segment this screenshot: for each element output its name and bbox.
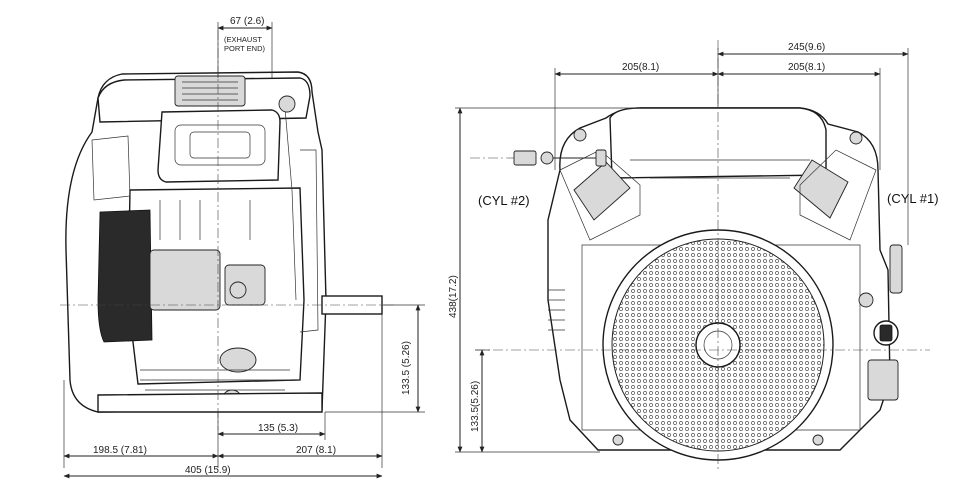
left-half-width-label: 205(8.1) bbox=[622, 62, 659, 73]
rear-length-label: 198.5 (7.81) bbox=[93, 445, 147, 456]
overall-width-label: 245(9.6) bbox=[788, 42, 825, 53]
front-view-dimensions: (CYL #2) (CYL #1) 245(9.6) 205(8.1) 205(… bbox=[448, 42, 939, 453]
exhaust-note-line1: (EXHAUST bbox=[224, 35, 262, 44]
total-length-label: 405 (15.9) bbox=[185, 465, 231, 476]
front-shaft-height-label: 133.5(5.26) bbox=[470, 381, 481, 432]
exhaust-note-line2: PORT END) bbox=[224, 44, 265, 53]
exhaust-offset-label: 67 (2.6) bbox=[230, 16, 264, 27]
front-height-label: 438(17.2) bbox=[448, 275, 459, 318]
cylinder-1-label: (CYL #1) bbox=[887, 191, 939, 206]
front-length-label: 207 (8.1) bbox=[296, 445, 336, 456]
side-shaft-height-label: 133.5 (5.26) bbox=[401, 341, 412, 395]
cylinder-2-label: (CYL #2) bbox=[478, 193, 530, 208]
side-view-engine bbox=[60, 30, 395, 430]
shaft-offset-label: 135 (5.3) bbox=[258, 423, 298, 434]
right-half-width-label: 205(8.1) bbox=[788, 62, 825, 73]
side-view-dimensions: 67 (2.6) (EXHAUST PORT END) 133.5 (5.26)… bbox=[63, 16, 425, 479]
front-view-engine bbox=[470, 40, 930, 470]
